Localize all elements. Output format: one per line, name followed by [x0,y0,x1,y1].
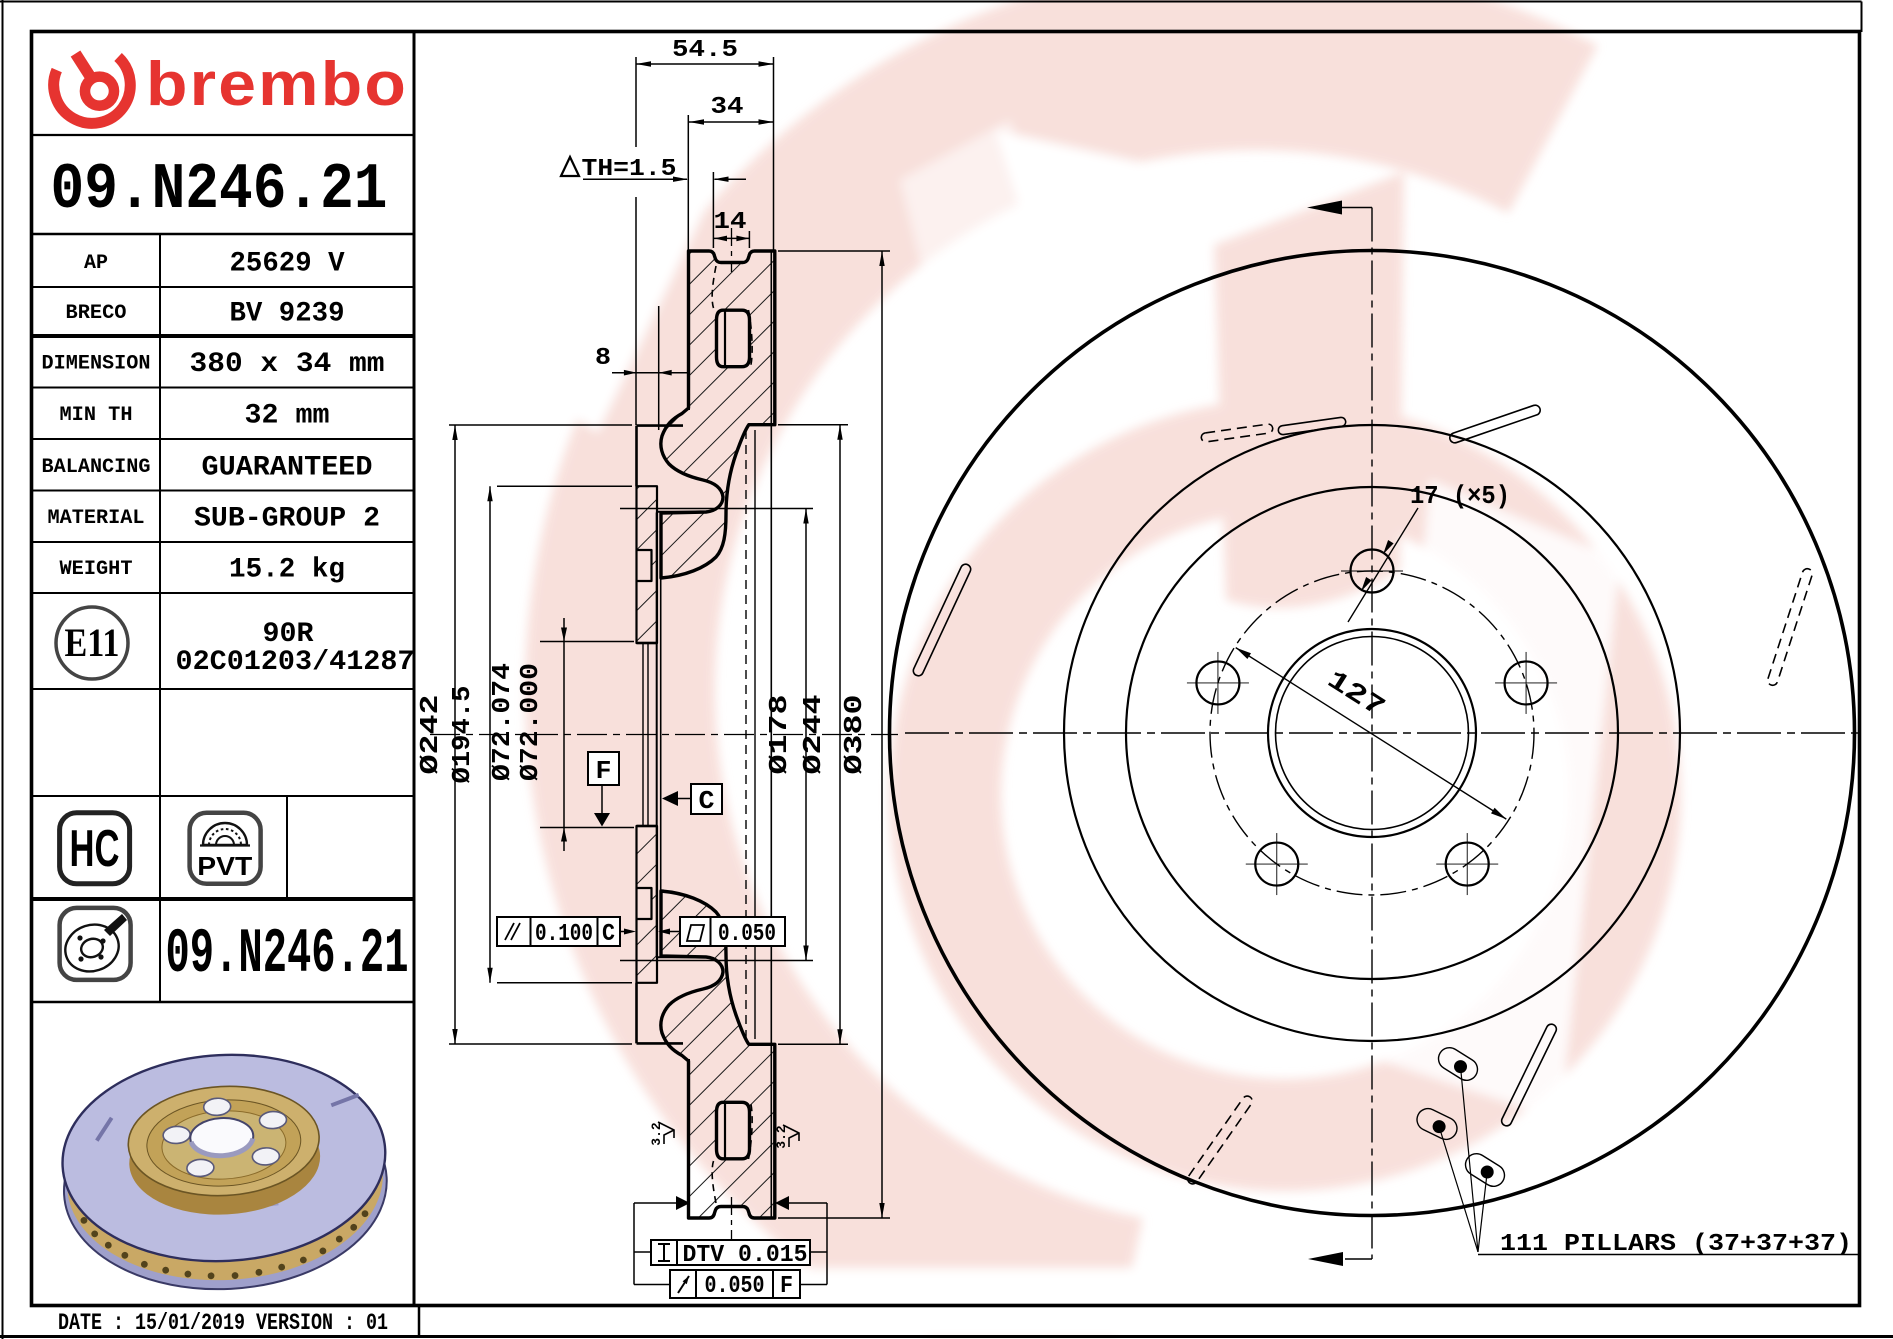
svg-text:F: F [596,756,612,786]
svg-text:SUB-GROUP 2: SUB-GROUP 2 [194,504,380,535]
svg-text:Ø244: Ø244 [798,695,828,775]
svg-text:32 mm: 32 mm [245,401,330,432]
svg-text:Ø380: Ø380 [839,695,869,775]
svg-text:3.2: 3.2 [649,1122,664,1146]
svg-text:F: F [780,1273,793,1300]
svg-text:14: 14 [714,209,747,236]
svg-text:Ø194.5: Ø194.5 [447,686,477,784]
svg-text:34: 34 [711,94,744,121]
svg-text:WEIGHT: WEIGHT [60,558,133,581]
svg-text:DTV 0.015: DTV 0.015 [683,1242,808,1269]
svg-text:380 x 34 mm: 380 x 34 mm [190,349,385,380]
svg-text:C: C [699,786,715,816]
svg-text:0.050: 0.050 [718,921,776,948]
svg-text:Ø72.074: Ø72.074 [487,663,517,781]
svg-text:BALANCING: BALANCING [42,456,151,479]
svg-text:C: C [602,921,615,948]
svg-text:54.5: 54.5 [672,37,738,64]
svg-text:Ø72.000: Ø72.000 [515,663,545,781]
svg-text:GUARANTEED: GUARANTEED [202,453,373,484]
svg-text:02C01203/41287: 02C01203/41287 [176,647,415,678]
svg-text:DIMENSION: DIMENSION [42,353,151,376]
svg-text:0.050: 0.050 [705,1273,765,1300]
svg-text:25629 V: 25629 V [230,249,345,280]
svg-text:brembo: brembo [146,50,408,119]
svg-text:111 PILLARS (37+37+37): 111 PILLARS (37+37+37) [1500,1231,1852,1258]
svg-text:E11: E11 [65,620,120,665]
svg-text:8: 8 [595,345,611,372]
svg-text:Ø178: Ø178 [764,695,794,775]
svg-text:0.100: 0.100 [535,921,593,948]
svg-text:PVT: PVT [197,851,252,881]
svg-text:3.2: 3.2 [774,1125,789,1149]
svg-text:09.N246.21: 09.N246.21 [51,153,388,227]
svg-text:BRECO: BRECO [66,302,127,325]
svg-text:HC: HC [70,820,120,878]
svg-text:MATERIAL: MATERIAL [48,507,145,530]
svg-text:DATE : 15/01/2019 VERSION : 01: DATE : 15/01/2019 VERSION : 01 [58,1310,388,1336]
svg-text:BV 9239: BV 9239 [230,299,345,330]
svg-text:15.2 kg: 15.2 kg [229,555,345,586]
svg-text:17 (×5): 17 (×5) [1410,481,1510,511]
svg-text:Ø242: Ø242 [415,695,445,775]
svg-text:AP: AP [84,252,108,275]
svg-text:09.N246.21: 09.N246.21 [166,919,409,990]
svg-text:90R: 90R [263,619,314,650]
svg-text:MIN TH: MIN TH [60,404,133,427]
